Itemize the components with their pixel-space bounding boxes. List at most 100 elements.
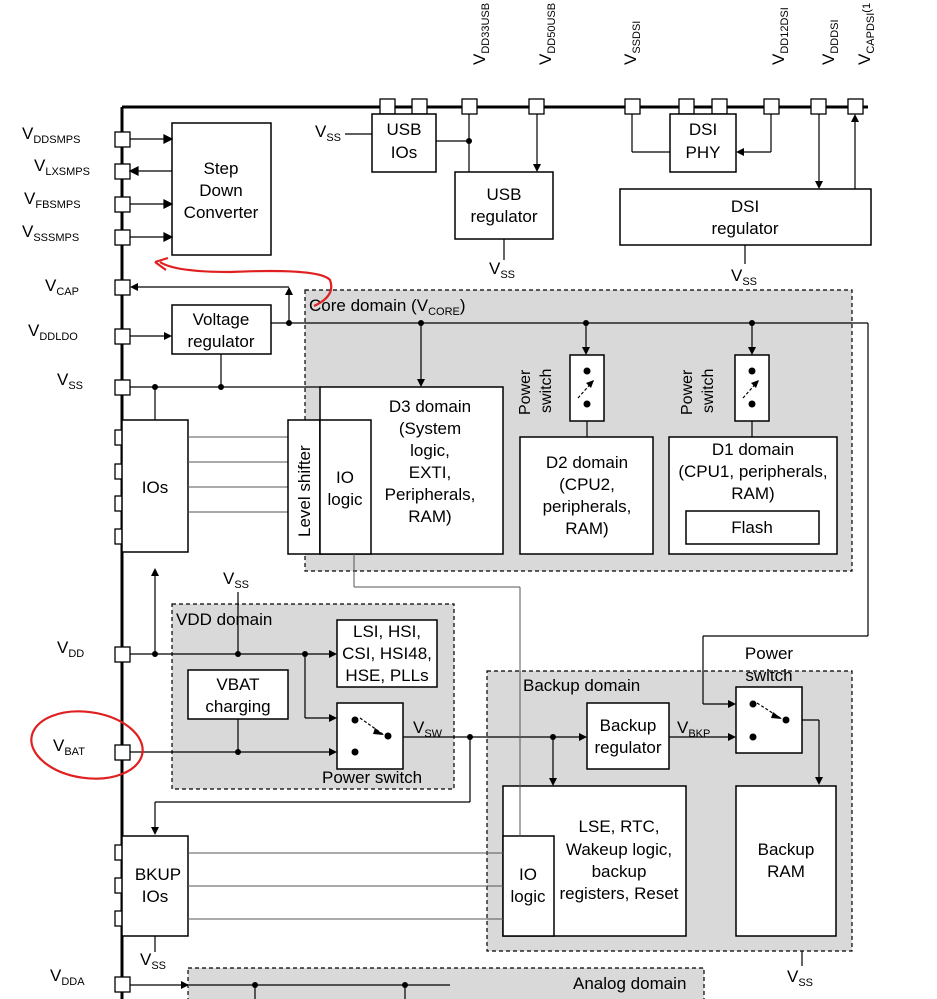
backup-regulator-block	[586, 702, 670, 770]
level-shifter-label: Level shifter	[295, 445, 314, 537]
power-switch-d2	[569, 354, 605, 422]
pin-vddldo	[114, 328, 131, 345]
smps-wires	[128, 134, 174, 242]
d2-line-1: D2 domain	[546, 453, 628, 472]
d1-line-3: RAM)	[731, 484, 774, 503]
pin-vss	[114, 379, 131, 396]
label-vddldo: VDDLDO	[28, 321, 78, 343]
label-vss-usb: VSS	[315, 122, 341, 144]
lse-line-3: backup	[592, 862, 647, 881]
pin-dsi-1	[678, 98, 695, 115]
vdd-domain-label: VDD domain	[176, 610, 272, 629]
d2-line-2: (CPU2,	[559, 475, 615, 494]
dsi-regulator-line-1: DSI	[731, 197, 759, 216]
pin-vlxsmps	[114, 163, 131, 180]
label-vss-vdd: VSS	[223, 569, 249, 591]
ios-label: IOs	[142, 478, 168, 497]
backup-regulator-line-2: regulator	[594, 738, 661, 757]
ps-d2-line-2: switch	[538, 369, 555, 413]
backup-ram-block	[735, 785, 837, 937]
label-vssdsi: VSSDSI	[621, 21, 643, 65]
usb-ios-line-2: IOs	[391, 143, 417, 162]
pin-vdd	[114, 646, 131, 663]
lsi-line-1: LSI, HSI,	[353, 622, 421, 641]
annotation-arrow	[159, 261, 333, 308]
pin-vcap	[114, 279, 131, 296]
label-vcapdsi: VCAPDSI(1	[855, 3, 877, 65]
bkup-ios-block	[121, 835, 189, 937]
d3-line-4: EXTI,	[409, 463, 452, 482]
dsi-regulator-line-2: regulator	[711, 219, 778, 238]
label-vsssmps: VSSSMPS	[22, 222, 79, 244]
backup-ram-line-1: Backup	[758, 840, 815, 859]
annotation-vbat-circle	[30, 710, 144, 780]
pin-vdd50usb	[528, 98, 545, 115]
level-shifter-block	[287, 419, 321, 555]
bkup-io-bus	[188, 852, 503, 920]
label-vdd50usb: VDD50USB	[536, 3, 558, 65]
dsi-regulator-block	[619, 188, 872, 246]
label-vddsmps: VDDSMPS	[22, 124, 80, 146]
d2-line-3: peripherals,	[543, 497, 632, 516]
lsi-line-3: HSE, PLLs	[345, 666, 428, 685]
ps-d1-line-1: Power	[679, 369, 696, 415]
d3-line-1: D3 domain	[389, 397, 471, 416]
pin-vdda	[114, 976, 131, 993]
pin-vsssmps	[114, 229, 131, 246]
usb-regulator-block	[454, 171, 554, 240]
usb-regulator-line-2: regulator	[470, 207, 537, 226]
pin-vdddsi	[810, 98, 827, 115]
io-logic-backup-block	[502, 835, 555, 937]
pin-dsi-2	[711, 98, 728, 115]
io-logic-backup-line-2: logic	[511, 887, 546, 906]
flash-block	[685, 510, 820, 545]
vdd-power-switch	[336, 702, 404, 770]
d2-domain-block	[519, 436, 654, 555]
lse-line-4: registers, Reset	[559, 884, 678, 903]
dsi-phy-block	[669, 113, 737, 173]
pin-usb-1	[379, 98, 396, 115]
vdd-power-switch-label: Power switch	[322, 768, 422, 787]
d2-line-4: RAM)	[565, 519, 608, 538]
step-down-converter	[171, 122, 272, 256]
vbat-charging-line-1: VBAT	[216, 675, 259, 694]
label-vss-usbreg: VSS	[489, 259, 515, 281]
label-vss-dsireg: VSS	[731, 266, 757, 288]
backup-ram-line-2: RAM	[767, 862, 805, 881]
label-vbat: VBAT	[53, 736, 85, 758]
power-switch-d1	[734, 354, 770, 422]
label-vlxsmps: VLXSMPS	[34, 156, 90, 178]
flash-label: Flash	[731, 518, 773, 537]
io-logic-core-block	[319, 419, 372, 555]
pin-vdd12dsi	[763, 98, 780, 115]
pin-vbat	[114, 744, 131, 761]
backup-domain-label: Backup domain	[523, 676, 640, 695]
pin-vddsmps	[114, 131, 131, 148]
backup-power-switch	[735, 686, 803, 754]
analog-domain-area	[187, 967, 705, 999]
step-down-line-1: Step	[204, 159, 239, 178]
voltage-regulator-line-1: Voltage	[193, 310, 250, 329]
ps-d1-line-2: switch	[700, 369, 717, 413]
io-logic-core-line-1: IO	[336, 468, 354, 487]
label-vdd12dsi: VDD12DSI	[769, 7, 791, 65]
step-down-line-2: Down	[199, 181, 242, 200]
io-logic-backup-line-1: IO	[519, 865, 537, 884]
pin-vssdsi	[624, 98, 641, 115]
label-vdd: VDD	[57, 638, 84, 660]
usb-ios-block	[371, 113, 437, 173]
ios-block	[121, 419, 189, 553]
d3-line-5: Peripherals,	[385, 485, 476, 504]
io-logic-core-line-2: logic	[328, 490, 363, 509]
core-domain-label: Core domain (VCORE)	[309, 296, 466, 318]
label-vss-bkup: VSS	[140, 950, 166, 972]
d3-line-2: (System	[399, 419, 461, 438]
d3-line-6: RAM)	[408, 507, 451, 526]
d1-line-1: D1 domain	[712, 440, 794, 459]
label-vdd33usb: VDD33USB	[470, 3, 492, 65]
label-vcap: VCAP	[45, 276, 79, 298]
d3-line-3: logic,	[410, 441, 450, 460]
step-down-line-3: Converter	[184, 203, 259, 222]
io-bus	[188, 436, 288, 513]
